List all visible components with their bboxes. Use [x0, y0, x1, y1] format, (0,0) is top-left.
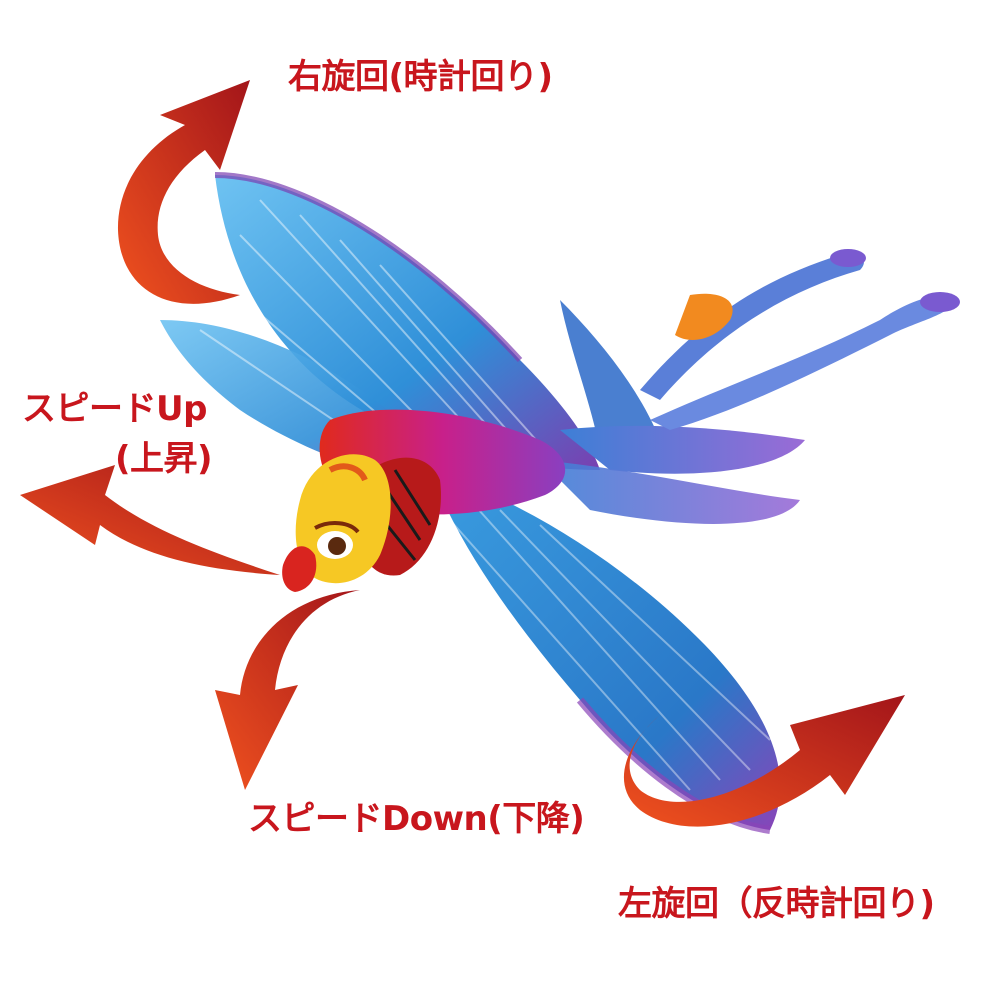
turn-left-arrow-icon	[623, 695, 905, 827]
speed-up-label: スピードUp	[22, 389, 207, 429]
lower-wing	[430, 470, 781, 834]
bird-head	[282, 454, 391, 592]
speed-up-arrow-icon	[20, 465, 280, 575]
speed-down-label: スピードDown(下降)	[248, 799, 585, 839]
turn-right-label: 右旋回(時計回り)	[288, 57, 553, 97]
turn-left-label: 左旋回（反時計回り)	[618, 884, 935, 924]
turn-right-arrow-icon	[117, 80, 250, 304]
speed-down-arrow-icon	[215, 590, 360, 790]
tail-feathers	[540, 249, 960, 524]
speed-up-sublabel: (上昇)	[115, 439, 213, 479]
